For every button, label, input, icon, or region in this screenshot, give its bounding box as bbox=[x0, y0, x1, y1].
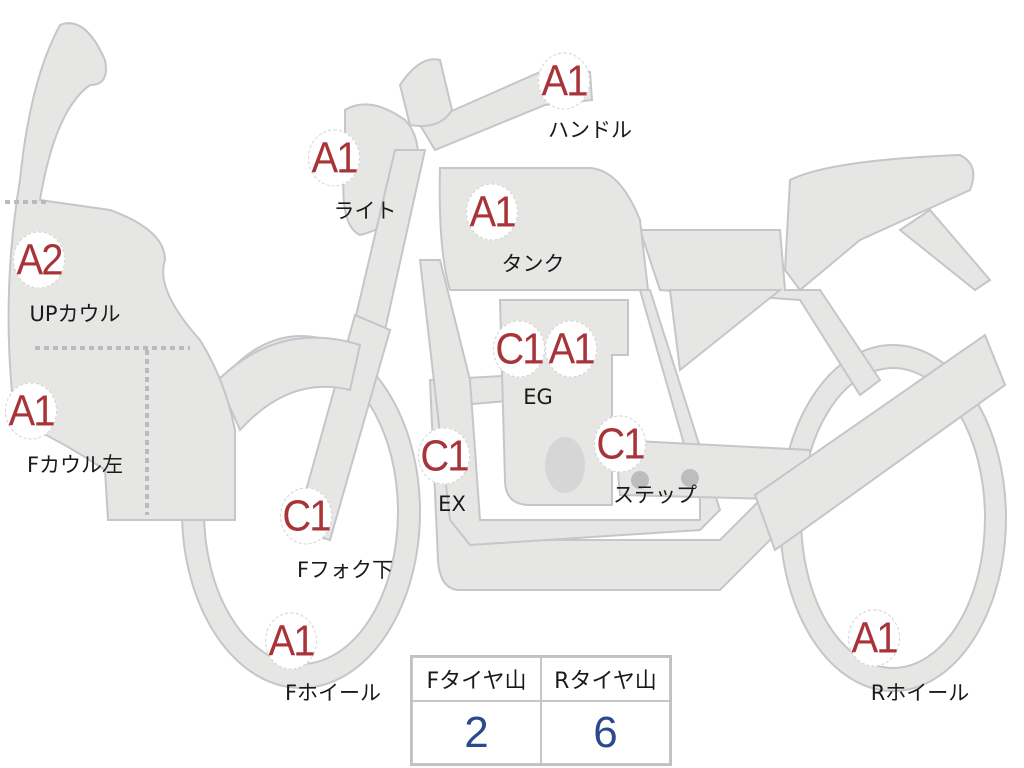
grade-badge-eg-1: C1 bbox=[493, 320, 545, 378]
swingarm bbox=[753, 333, 1007, 552]
header-rear-tire: Rタイヤ山 bbox=[541, 657, 670, 701]
label-light: ライト bbox=[333, 199, 397, 223]
label-f-fork-lower: Fフォク下 bbox=[296, 558, 394, 582]
grade-badge-step: C1 bbox=[594, 415, 646, 473]
value-front-tire: 2 bbox=[412, 701, 541, 764]
grade-badge-tank: A1 bbox=[466, 183, 518, 241]
grade-badge-f-wheel: A1 bbox=[265, 612, 317, 670]
header-front-tire: Fタイヤ山 bbox=[412, 657, 541, 701]
label-f-wheel: Fホイール bbox=[284, 681, 382, 705]
fairing bbox=[7, 22, 236, 521]
grade-badge-eg-2: A1 bbox=[545, 320, 597, 378]
grade-badge-f-fork-lower: C1 bbox=[280, 487, 332, 545]
label-up-cowl: UPカウル bbox=[29, 302, 121, 326]
grade-badge-light: A1 bbox=[308, 129, 360, 187]
seat bbox=[783, 153, 975, 292]
grade-badge-up-cowl: A2 bbox=[13, 231, 65, 289]
label-handle: ハンドル bbox=[548, 118, 632, 142]
label-eg: EG bbox=[523, 385, 553, 409]
label-f-cowl-left: Fカウル左 bbox=[26, 453, 124, 477]
label-step: ステップ bbox=[613, 483, 697, 507]
grade-badge-handle: A1 bbox=[538, 52, 590, 110]
label-ex: EX bbox=[438, 492, 466, 516]
grade-badge-f-cowl-left: A1 bbox=[5, 382, 57, 440]
label-tank: タンク bbox=[501, 252, 565, 276]
label-r-wheel: Rホイール bbox=[870, 681, 970, 705]
tire-tread-table: Fタイヤ山 Rタイヤ山 2 6 bbox=[410, 655, 672, 766]
grade-badge-r-wheel: A1 bbox=[848, 609, 900, 667]
value-rear-tire: 6 bbox=[541, 701, 670, 764]
front-fork-lower bbox=[293, 313, 392, 542]
grade-badge-ex: C1 bbox=[418, 427, 470, 485]
